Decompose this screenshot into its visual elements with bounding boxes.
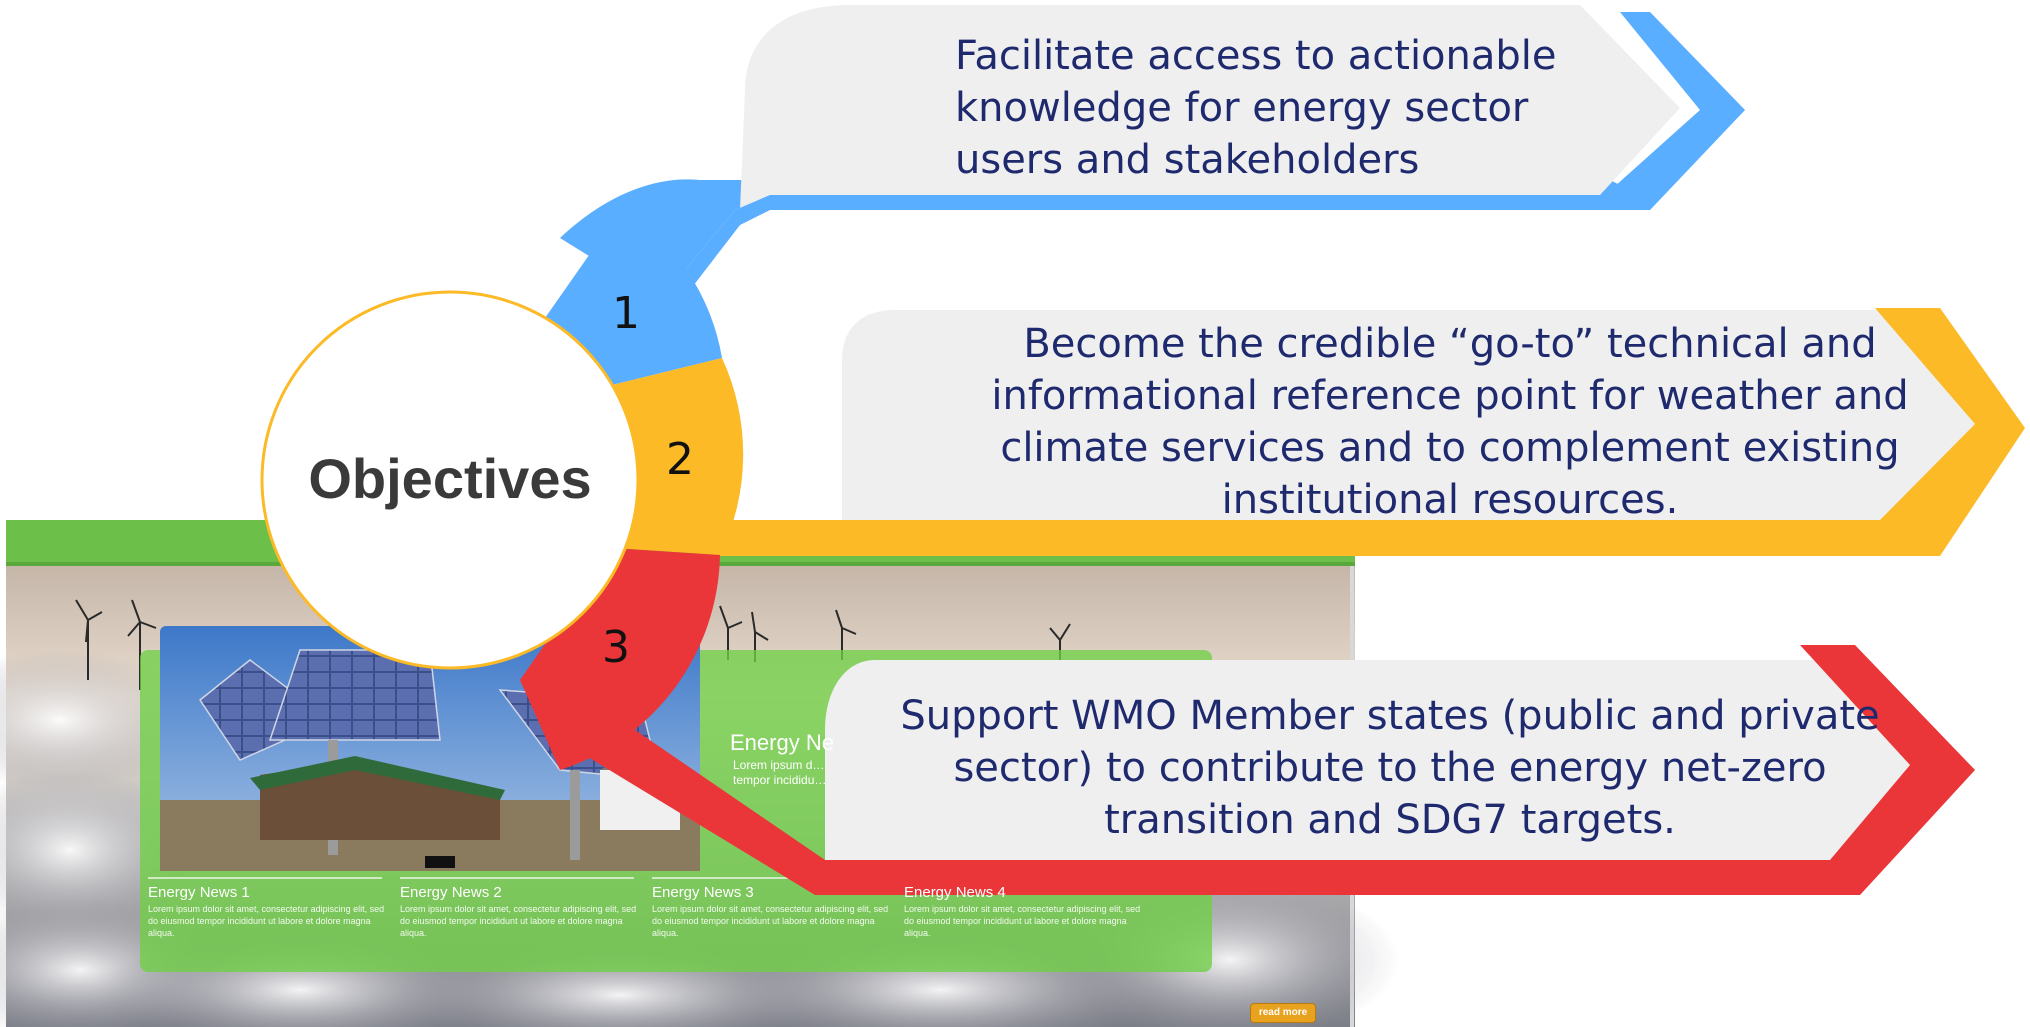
objective-1-line: Facilitate access to actionable	[955, 33, 1557, 79]
news-1-title[interactable]: Energy News 1	[148, 884, 250, 901]
objective-2-arrow	[700, 308, 2025, 556]
objective-2-text: Become the credible “go-to” technical an…	[905, 318, 1995, 526]
news-2-body: Lorem ipsum dolor sit amet, consectetur …	[400, 904, 637, 938]
news-3-title[interactable]: Energy News 3	[652, 884, 754, 901]
segment-1	[545, 208, 722, 385]
news-4-title[interactable]: Energy News 4	[904, 884, 1006, 901]
objective-1-text: Facilitate access to actionable knowledg…	[955, 30, 1675, 186]
featured-photo	[160, 626, 700, 871]
read-more-button[interactable]: read more	[1250, 1003, 1316, 1023]
objective-2-number: 2	[666, 434, 694, 485]
objective-3-arrow	[560, 645, 1975, 895]
hub-label: Objectives	[308, 447, 592, 510]
segment-3	[520, 548, 720, 770]
news-3-body: Lorem ipsum dolor sit amet, consectetur …	[652, 904, 889, 938]
featured-news-title: Energy Ne	[730, 730, 834, 755]
objective-3-line: transition and SDG7 targets.	[1104, 797, 1676, 843]
featured-news-snippet: Lorem ipsum d… tempor incididu…	[733, 758, 827, 787]
segment-2	[612, 358, 744, 555]
objective-3-text: Support WMO Member states (public and pr…	[840, 690, 1940, 846]
objective-3-line: Support WMO Member states (public and pr…	[900, 693, 1880, 739]
objective-2-line: Become the credible “go-to” technical an…	[1023, 321, 1877, 367]
news-2-title[interactable]: Energy News 2	[400, 884, 502, 901]
objective-1-number: 1	[612, 288, 640, 339]
objective-3-number: 3	[602, 622, 630, 673]
objective-3-line: sector) to contribute to the energy net-…	[953, 745, 1827, 791]
objective-2-line: institutional resources.	[1221, 477, 1679, 523]
hub-circle	[260, 290, 640, 670]
news-1-body: Lorem ipsum dolor sit amet, consectetur …	[148, 904, 385, 938]
objective-2-line: informational reference point for weathe…	[991, 373, 1909, 419]
news-4-body: Lorem ipsum dolor sit amet, consectetur …	[904, 904, 1141, 938]
objective-1-line: knowledge for energy sector	[955, 85, 1529, 131]
objective-2-line: climate services and to complement exist…	[1000, 425, 1900, 471]
objective-1-line: users and stakeholders	[955, 137, 1420, 183]
hub-ring	[260, 208, 744, 770]
